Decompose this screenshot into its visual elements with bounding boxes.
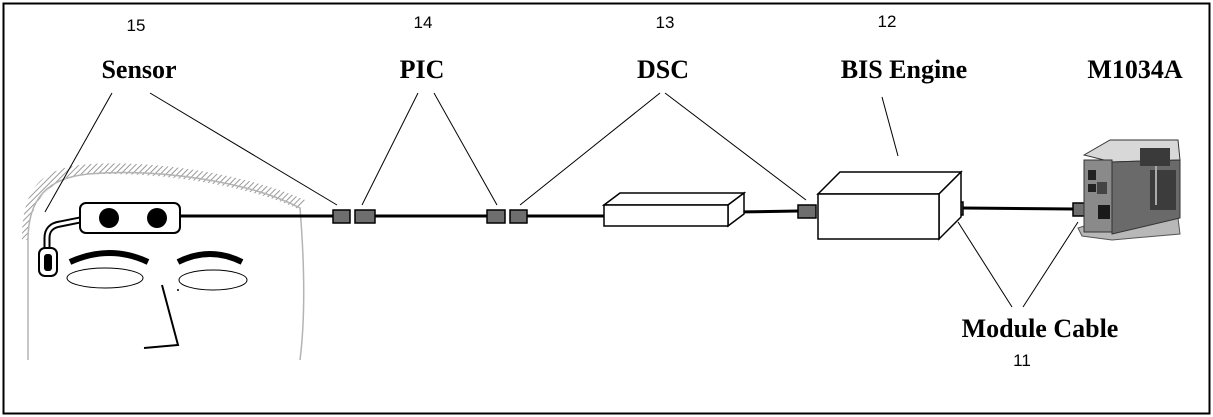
number-pic: 14	[414, 13, 433, 32]
connector-engine-in	[797, 204, 817, 219]
right-eye	[178, 269, 248, 291]
number-module-cable: 11	[1013, 351, 1031, 370]
label-pic: PIC	[400, 55, 445, 84]
nose	[143, 284, 180, 349]
number-bis-engine: 12	[878, 12, 897, 31]
m1034a-module	[1077, 139, 1181, 241]
label-module-cable: Module Cable	[962, 314, 1119, 343]
right-eyebrow	[176, 251, 244, 265]
module-cable	[962, 206, 1074, 211]
sensor-lead-inner	[45, 216, 91, 252]
left-eyebrow	[68, 250, 150, 265]
cable-dsc-engine	[735, 209, 799, 214]
leader-lines	[44, 92, 1079, 308]
connector-pic-b	[486, 209, 506, 224]
head-outline	[27, 171, 305, 361]
label-bis-engine: BIS Engine	[841, 55, 967, 84]
patient-head	[22, 163, 305, 361]
sensor-electrode-2	[147, 208, 167, 228]
sensor-tab-pad	[44, 254, 52, 271]
label-m1034a: M1034A	[1087, 55, 1183, 84]
label-dsc: DSC	[637, 55, 689, 84]
connector-pic-a	[354, 209, 376, 224]
left-eye	[66, 267, 144, 289]
face-dot	[177, 289, 179, 291]
sensor	[38, 202, 181, 277]
connector-dsc	[509, 209, 528, 224]
label-sensor: Sensor	[101, 55, 176, 84]
dsc-box	[601, 191, 747, 228]
number-dsc: 13	[656, 13, 675, 32]
head-hatch	[22, 163, 305, 240]
connector-sensor	[332, 209, 351, 224]
bis-engine-box	[816, 170, 963, 241]
sensor-electrode-1	[99, 208, 119, 228]
number-sensor: 15	[127, 16, 146, 35]
